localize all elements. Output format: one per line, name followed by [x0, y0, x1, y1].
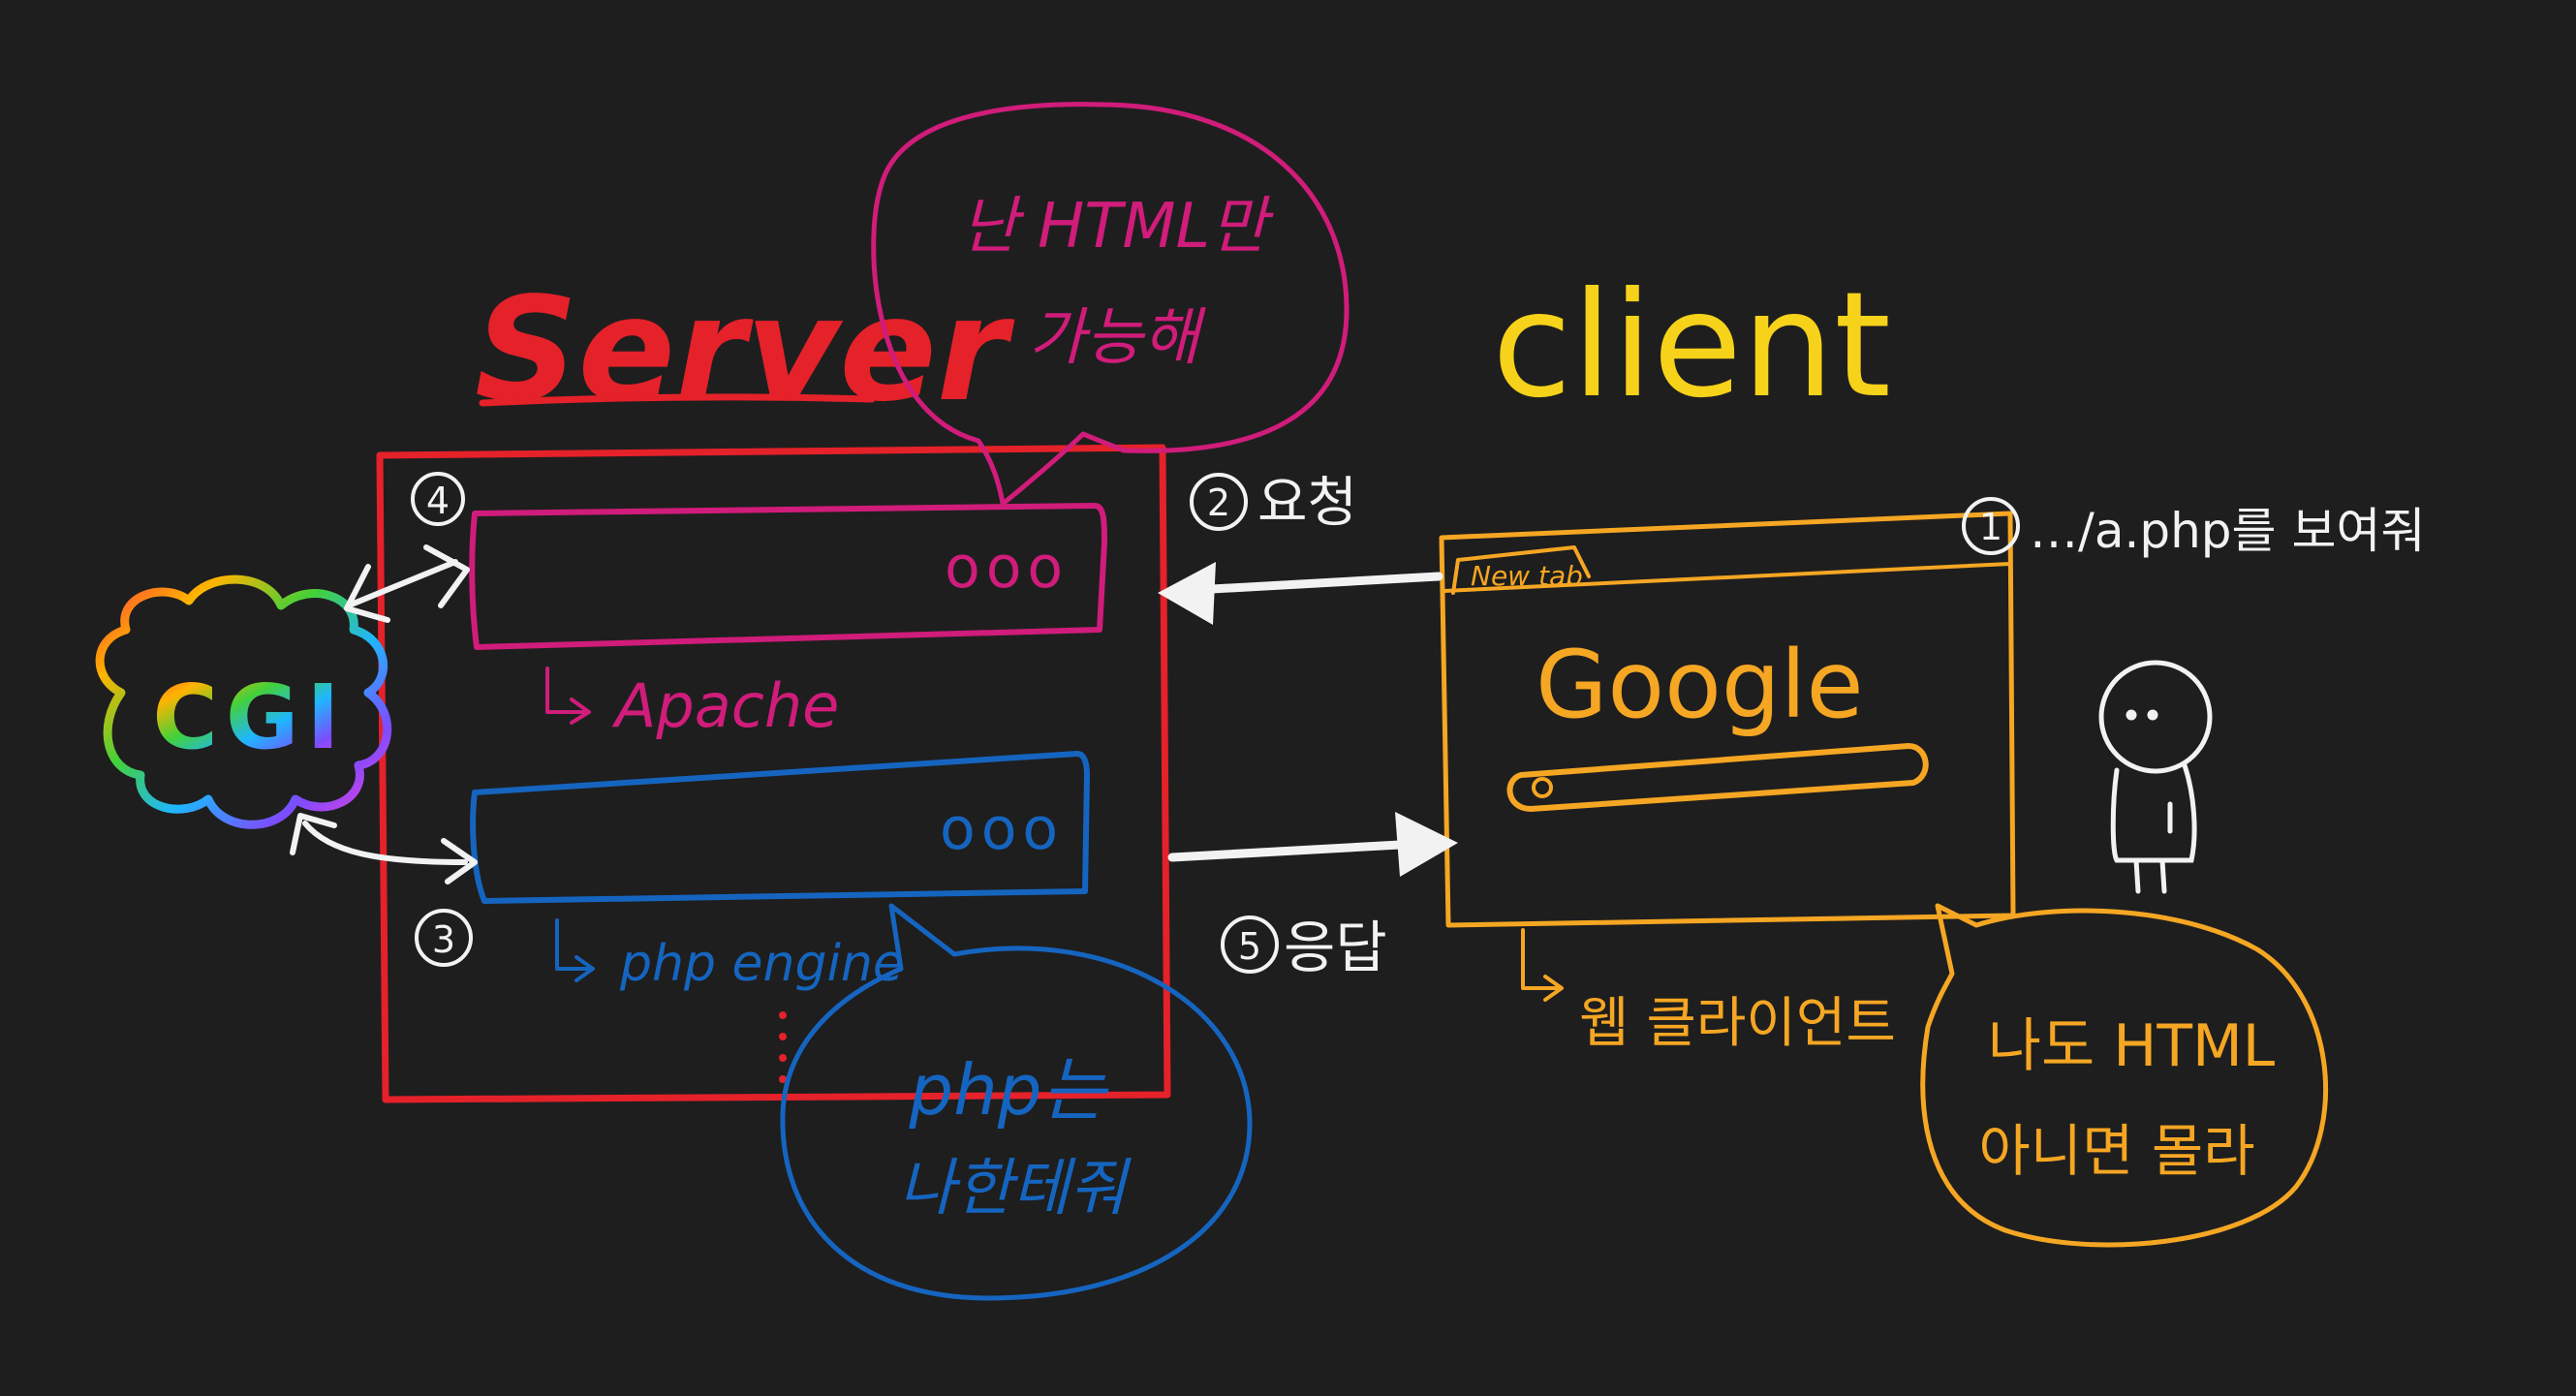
arrow-cgi-apache — [346, 559, 458, 608]
php-engine-label: php engine — [619, 935, 904, 993]
step3-circle — [415, 909, 473, 967]
apache-corner-arrow — [545, 667, 588, 714]
php-bubble-line2: 나한테줘 — [898, 1153, 1132, 1225]
web-client-label: 웹 클라이언트 — [1579, 992, 1896, 1055]
user-figure-icon — [2098, 660, 2213, 894]
server-box — [376, 444, 1171, 1103]
arrow-cgi-php — [302, 821, 468, 865]
browser-tab[interactable] — [1451, 545, 1591, 595]
request-label: 요청 — [1257, 472, 1357, 535]
client-bubble-line2: 아니면 몰라 — [1978, 1118, 2254, 1184]
step2-circle — [1190, 473, 1248, 531]
google-logo: Google — [1536, 631, 1864, 739]
step1-circle — [1962, 497, 2020, 555]
php-bubble-line1: php는 — [908, 1049, 1109, 1131]
arrow-cgi-apache-head-left — [344, 564, 390, 623]
apache-bubble-line2: 가능해 — [1029, 302, 1207, 374]
client-speech-bubble — [1920, 903, 2329, 1248]
step4-circle — [411, 472, 465, 526]
apache-corner-arrowhead — [570, 698, 591, 725]
php-speech-bubble — [780, 903, 1253, 1301]
request-url-label: …/a.php를 보여줘 — [2030, 503, 2425, 559]
request-arrow — [1172, 572, 1443, 596]
step2-number: 2 — [1207, 481, 1230, 524]
response-arrowhead — [1395, 812, 1458, 877]
cgi-cloud — [95, 574, 392, 829]
server-title: Server — [475, 266, 1015, 433]
web-client-corner-arrow — [1521, 928, 1562, 990]
arrow-cgi-php-head-left — [290, 813, 337, 855]
client-bubble-line1: 나도 HTML — [1988, 1012, 2276, 1080]
apache-box — [469, 503, 1107, 650]
browser-tabbar-line — [1442, 562, 2012, 593]
php-engine-box — [470, 751, 1090, 904]
step3-number: 3 — [432, 918, 455, 961]
request-arrowhead — [1158, 562, 1216, 625]
apache-speech-bubble — [871, 102, 1350, 507]
step5-circle — [1221, 915, 1279, 974]
arrow-cgi-php-head-right — [441, 838, 478, 884]
response-label: 응답 — [1284, 915, 1387, 980]
step1-number: 1 — [1979, 506, 2002, 548]
search-icon[interactable] — [1532, 777, 1553, 798]
apache-dots: ooo — [945, 534, 1069, 602]
response-arrow — [1167, 840, 1405, 862]
client-title: client — [1492, 262, 1891, 430]
apache-label: Apache — [611, 670, 839, 741]
search-input[interactable] — [1506, 743, 1929, 812]
server-title-underline — [479, 393, 876, 407]
php-dots: ooo — [940, 795, 1064, 863]
step5-number: 5 — [1238, 925, 1261, 968]
step4-number: 4 — [426, 480, 450, 522]
dotted-connector — [779, 1011, 787, 1083]
arrow-cgi-apache-head-right — [423, 544, 470, 608]
apache-bubble-line1: 난 HTML만 — [961, 191, 1274, 263]
php-corner-arrow — [555, 918, 593, 971]
cgi-label: CGI — [152, 666, 347, 769]
php-corner-arrowhead — [574, 955, 595, 982]
web-client-corner-arrowhead — [1543, 975, 1564, 1002]
new-tab-label[interactable]: New tab — [1471, 560, 1583, 592]
